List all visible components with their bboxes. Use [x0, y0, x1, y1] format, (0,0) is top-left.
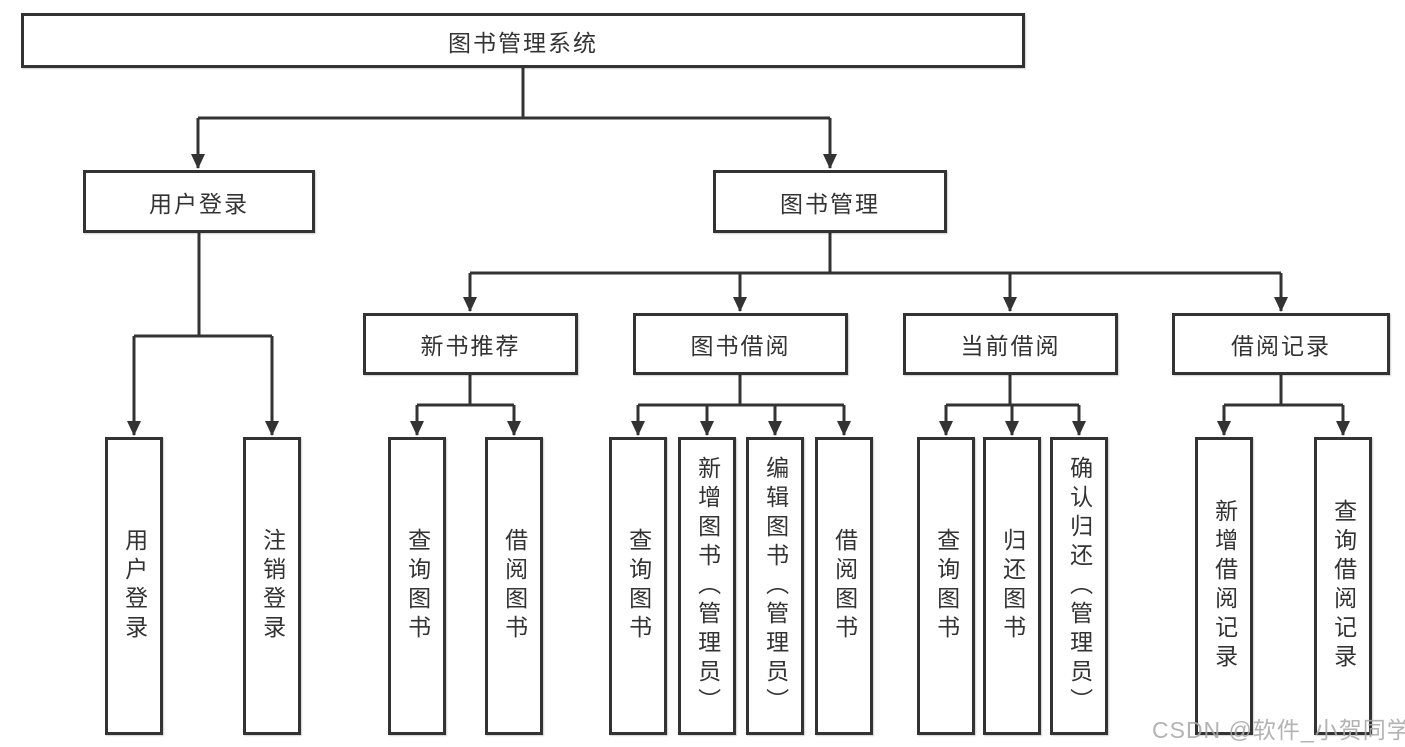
connector-book-mgmt-children [463, 233, 1288, 312]
node-borrow-record-label: 借阅记录 [1231, 333, 1331, 359]
leaf-borrow-add-book: 新增图书（管理员） [678, 437, 736, 735]
leaf-borrow-edit-book-label: 编辑图书（管理员） [762, 455, 789, 717]
leaf-current-return-book-label: 归还图书 [999, 528, 1026, 644]
connector-record-children [1217, 375, 1350, 436]
leaf-current-query-book: 查询图书 [917, 437, 975, 735]
leaf-current-return-book: 归还图书 [983, 437, 1041, 735]
node-borrow-record: 借阅记录 [1172, 313, 1390, 375]
node-root: 图书管理系统 [21, 13, 1025, 68]
leaf-rec-borrow-book: 借阅图书 [485, 437, 543, 735]
leaf-borrow-add-book-label: 新增图书（管理员） [694, 455, 721, 717]
node-book-borrow-label: 图书借阅 [690, 333, 791, 359]
node-root-label: 图书管理系统 [448, 29, 598, 56]
node-user-login-label: 用户登录 [149, 190, 249, 217]
leaf-borrow-borrow-book: 借阅图书 [815, 437, 873, 735]
node-new-book-rec: 新书推荐 [363, 313, 578, 375]
connector-borrow-children [631, 375, 851, 436]
leaf-user-login-label: 用户登录 [121, 528, 148, 644]
leaf-borrow-borrow-book-label: 借阅图书 [831, 528, 858, 644]
node-book-mgmt-label: 图书管理 [780, 190, 880, 217]
leaf-borrow-query-book-label: 查询图书 [625, 528, 652, 644]
connector-root-to-level2 [191, 68, 837, 169]
leaf-user-login: 用户登录 [105, 437, 163, 735]
leaf-borrow-query-book: 查询图书 [609, 437, 667, 735]
leaf-record-query-label: 查询借阅记录 [1330, 499, 1357, 673]
leaf-logout-label: 注销登录 [259, 528, 286, 644]
leaf-borrow-edit-book: 编辑图书（管理员） [746, 437, 804, 735]
node-book-mgmt: 图书管理 [713, 170, 947, 233]
node-book-borrow: 图书借阅 [633, 313, 848, 375]
leaf-record-query: 查询借阅记录 [1314, 437, 1372, 735]
connector-user-login-children [127, 233, 279, 436]
leaf-record-add-label: 新增借阅记录 [1211, 499, 1238, 673]
leaf-current-confirm-return-label: 确认归还（管理员） [1066, 455, 1093, 717]
connector-new-book-children [410, 375, 521, 436]
node-user-login: 用户登录 [83, 170, 315, 233]
csdn-watermark: CSDN @软件_小贺同学 [1152, 717, 1405, 743]
node-current-borrow: 当前借阅 [903, 313, 1118, 375]
leaf-current-query-book-label: 查询图书 [933, 528, 960, 644]
leaf-rec-borrow-book-label: 借阅图书 [501, 528, 528, 644]
leaf-rec-query-book: 查询图书 [388, 437, 446, 735]
leaf-logout: 注销登录 [243, 437, 301, 735]
node-current-borrow-label: 当前借阅 [960, 333, 1061, 359]
node-new-book-rec-label: 新书推荐 [420, 333, 521, 359]
leaf-rec-query-book-label: 查询图书 [404, 528, 431, 644]
connector-current-borrow-children [939, 375, 1086, 436]
leaf-record-add: 新增借阅记录 [1195, 437, 1253, 735]
leaf-current-confirm-return: 确认归还（管理员） [1050, 437, 1108, 735]
